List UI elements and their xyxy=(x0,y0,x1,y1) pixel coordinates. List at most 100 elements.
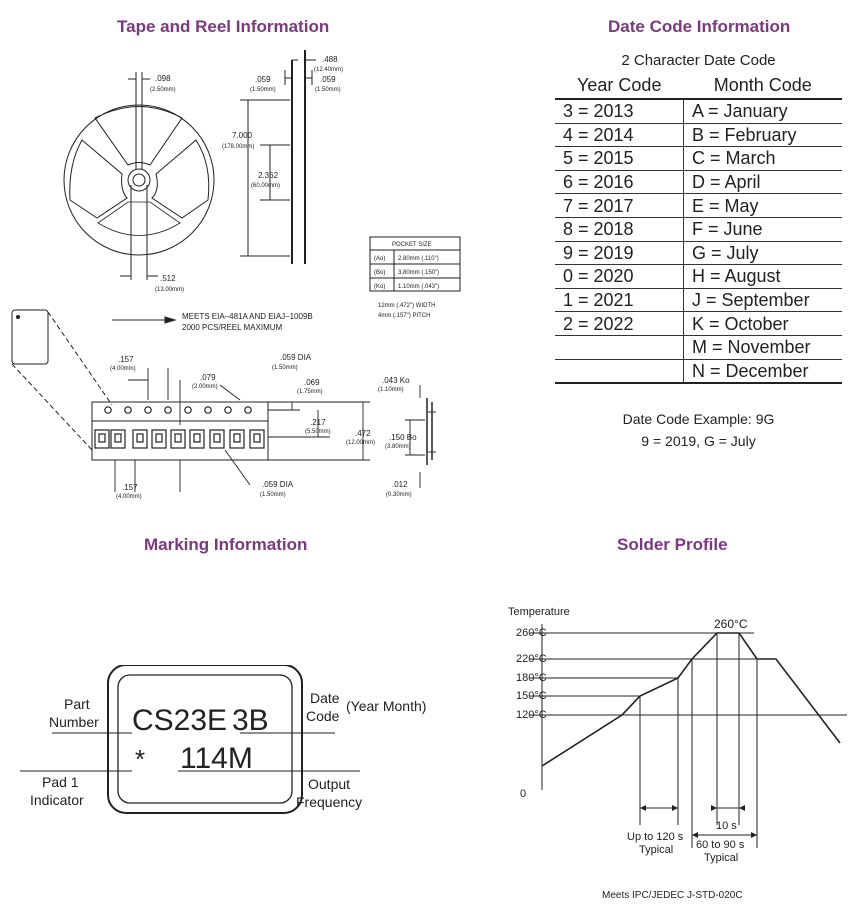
part-icon xyxy=(11,309,49,365)
month-cell: B = February xyxy=(683,123,842,148)
year-cell: 7 = 2017 xyxy=(555,193,684,218)
pocket-key-ko: (Ko) xyxy=(374,284,385,290)
label-pad-1: Pad 1 xyxy=(42,774,79,790)
year-cell: 5 = 2015 xyxy=(555,146,684,171)
span-3-typical: Typical xyxy=(704,852,738,864)
span-2-label: 10 s xyxy=(716,820,737,832)
dim-059dia-bot: .059 DIA xyxy=(262,480,294,489)
dim-472: .472 xyxy=(355,429,371,438)
dim-059a: .059 xyxy=(255,75,271,84)
width-note-1: 12mm (.472") WIDTH xyxy=(378,303,435,309)
reel-spoke-cutout xyxy=(94,106,183,166)
dim-157a-mm: (4.00mm) xyxy=(110,366,136,372)
tape-pockets xyxy=(94,406,265,449)
year-cell: 4 = 2014 xyxy=(555,123,684,148)
solder-footer: Meets IPC/JEDEC J-STD-020C xyxy=(602,890,743,901)
year-cell: 8 = 2018 xyxy=(555,217,684,242)
marking-title: Marking Information xyxy=(144,535,308,554)
tape-reel-diagram: .098 (2.50mm) .488 (12.40mm) .059 (1.50m… xyxy=(11,50,461,500)
meets-line-1: MEETS EIA–481A AND EIAJ–1009B xyxy=(182,312,313,321)
dim-043-mm: (1.10mm) xyxy=(378,387,404,393)
month-cell: F = June xyxy=(683,217,842,242)
span-1-typical: Typical xyxy=(639,844,673,856)
date-code-subtitle: 2 Character Date Code xyxy=(621,52,776,69)
date-code-panel: 2 Character Date Code Year Code Month Co… xyxy=(555,50,842,385)
solder-ylabel: Temperature xyxy=(508,606,570,618)
label-code: Code xyxy=(306,708,340,724)
part-outline xyxy=(107,665,303,814)
dim-217: .217 xyxy=(310,418,326,427)
month-cell: C = March xyxy=(683,146,842,171)
marking-part-number: CS23E xyxy=(132,704,227,737)
label-number: Number xyxy=(49,714,99,730)
dim-012-mm: (0.30mm) xyxy=(386,492,412,498)
year-cell: 2 = 2022 xyxy=(555,311,684,336)
label-indicator: Indicator xyxy=(30,792,84,808)
reel-hub xyxy=(127,168,151,192)
date-code-title: Date Code Information xyxy=(608,17,791,36)
dim-157a: .157 xyxy=(118,355,134,364)
year-code-header: Year Code xyxy=(555,72,684,100)
label-date: Date xyxy=(310,690,340,706)
tape-reel-title: Tape and Reel Information xyxy=(117,17,330,36)
dim-472-mm: (12.00mm) xyxy=(346,440,375,446)
dim-512: .512 xyxy=(160,274,176,283)
dim-098-mm: (2.50mm) xyxy=(150,87,176,93)
dim-157b: .157 xyxy=(122,483,138,492)
dim-488-mm: (12.40mm) xyxy=(314,67,343,73)
year-cell xyxy=(555,335,684,360)
year-cell xyxy=(555,359,684,385)
solder-profile-chart: Temperature 260°C 260°C 220°C 180°C 150°… xyxy=(508,606,847,901)
width-note-2: 4mm (.157") PITCH xyxy=(378,313,430,319)
dim-079: .079 xyxy=(200,373,216,382)
dim-059dia-top-mm: (1.50mm) xyxy=(272,365,298,371)
solder-title: Solder Profile xyxy=(617,535,728,554)
year-cell: 3 = 2013 xyxy=(555,99,684,124)
month-cell: E = May xyxy=(683,193,842,218)
dim-059dia-bot-mm: (1.50mm) xyxy=(260,492,286,498)
span-3-label: 60 to 90 s xyxy=(696,839,745,851)
solder-profile-line xyxy=(541,632,841,767)
month-cell: G = July xyxy=(683,241,842,266)
reel-outer xyxy=(63,104,215,256)
dim-059a-mm: (1.50mm) xyxy=(250,87,276,93)
month-cell: J = September xyxy=(683,288,842,313)
dim-217-mm: (5.50mm) xyxy=(305,429,331,435)
month-cell: D = April xyxy=(683,170,842,195)
year-cell: 9 = 2019 xyxy=(555,241,684,266)
dim-150-mm: (3.80mm) xyxy=(385,444,411,450)
label-part: Part xyxy=(64,696,90,712)
dim-069: .069 xyxy=(304,378,320,387)
pocket-key-ao: (Ao) xyxy=(374,256,385,262)
dim-069-mm: (1.75mm) xyxy=(297,389,323,395)
date-code-example: Date Code Example: 9G xyxy=(622,411,775,427)
dim-079-mm: (2.00mm) xyxy=(192,384,218,390)
label-output: Output xyxy=(308,776,350,792)
table-row: N = December xyxy=(555,359,842,385)
dim-059dia-top: .059 DIA xyxy=(280,353,312,362)
span-1-label: Up to 120 s xyxy=(627,831,684,843)
dim-7000-mm: (178.00mm) xyxy=(222,144,254,150)
year-cell: 0 = 2020 xyxy=(555,264,684,289)
month-cell: K = October xyxy=(683,311,842,336)
marking-diagram: CS23E 3B * 114M Part Number Date Code (Y… xyxy=(20,665,426,814)
pocket-val-bo: 3.80mm (.150") xyxy=(398,270,439,276)
dim-7000: 7.000 xyxy=(232,131,253,140)
tick-0: 0 xyxy=(520,788,526,800)
month-cell: H = August xyxy=(683,264,842,289)
date-code-example-explain: 9 = 2019, G = July xyxy=(641,433,756,449)
label-year-month: (Year Month) xyxy=(346,698,426,714)
pocket-title: POCKET SIZE xyxy=(392,242,432,248)
solder-peak-label: 260°C xyxy=(714,617,748,631)
pocket-val-ko: 1.10mm (.043") xyxy=(398,284,439,290)
pocket-val-ao: 2.80mm (.110") xyxy=(398,256,439,262)
year-cell: 6 = 2016 xyxy=(555,170,684,195)
